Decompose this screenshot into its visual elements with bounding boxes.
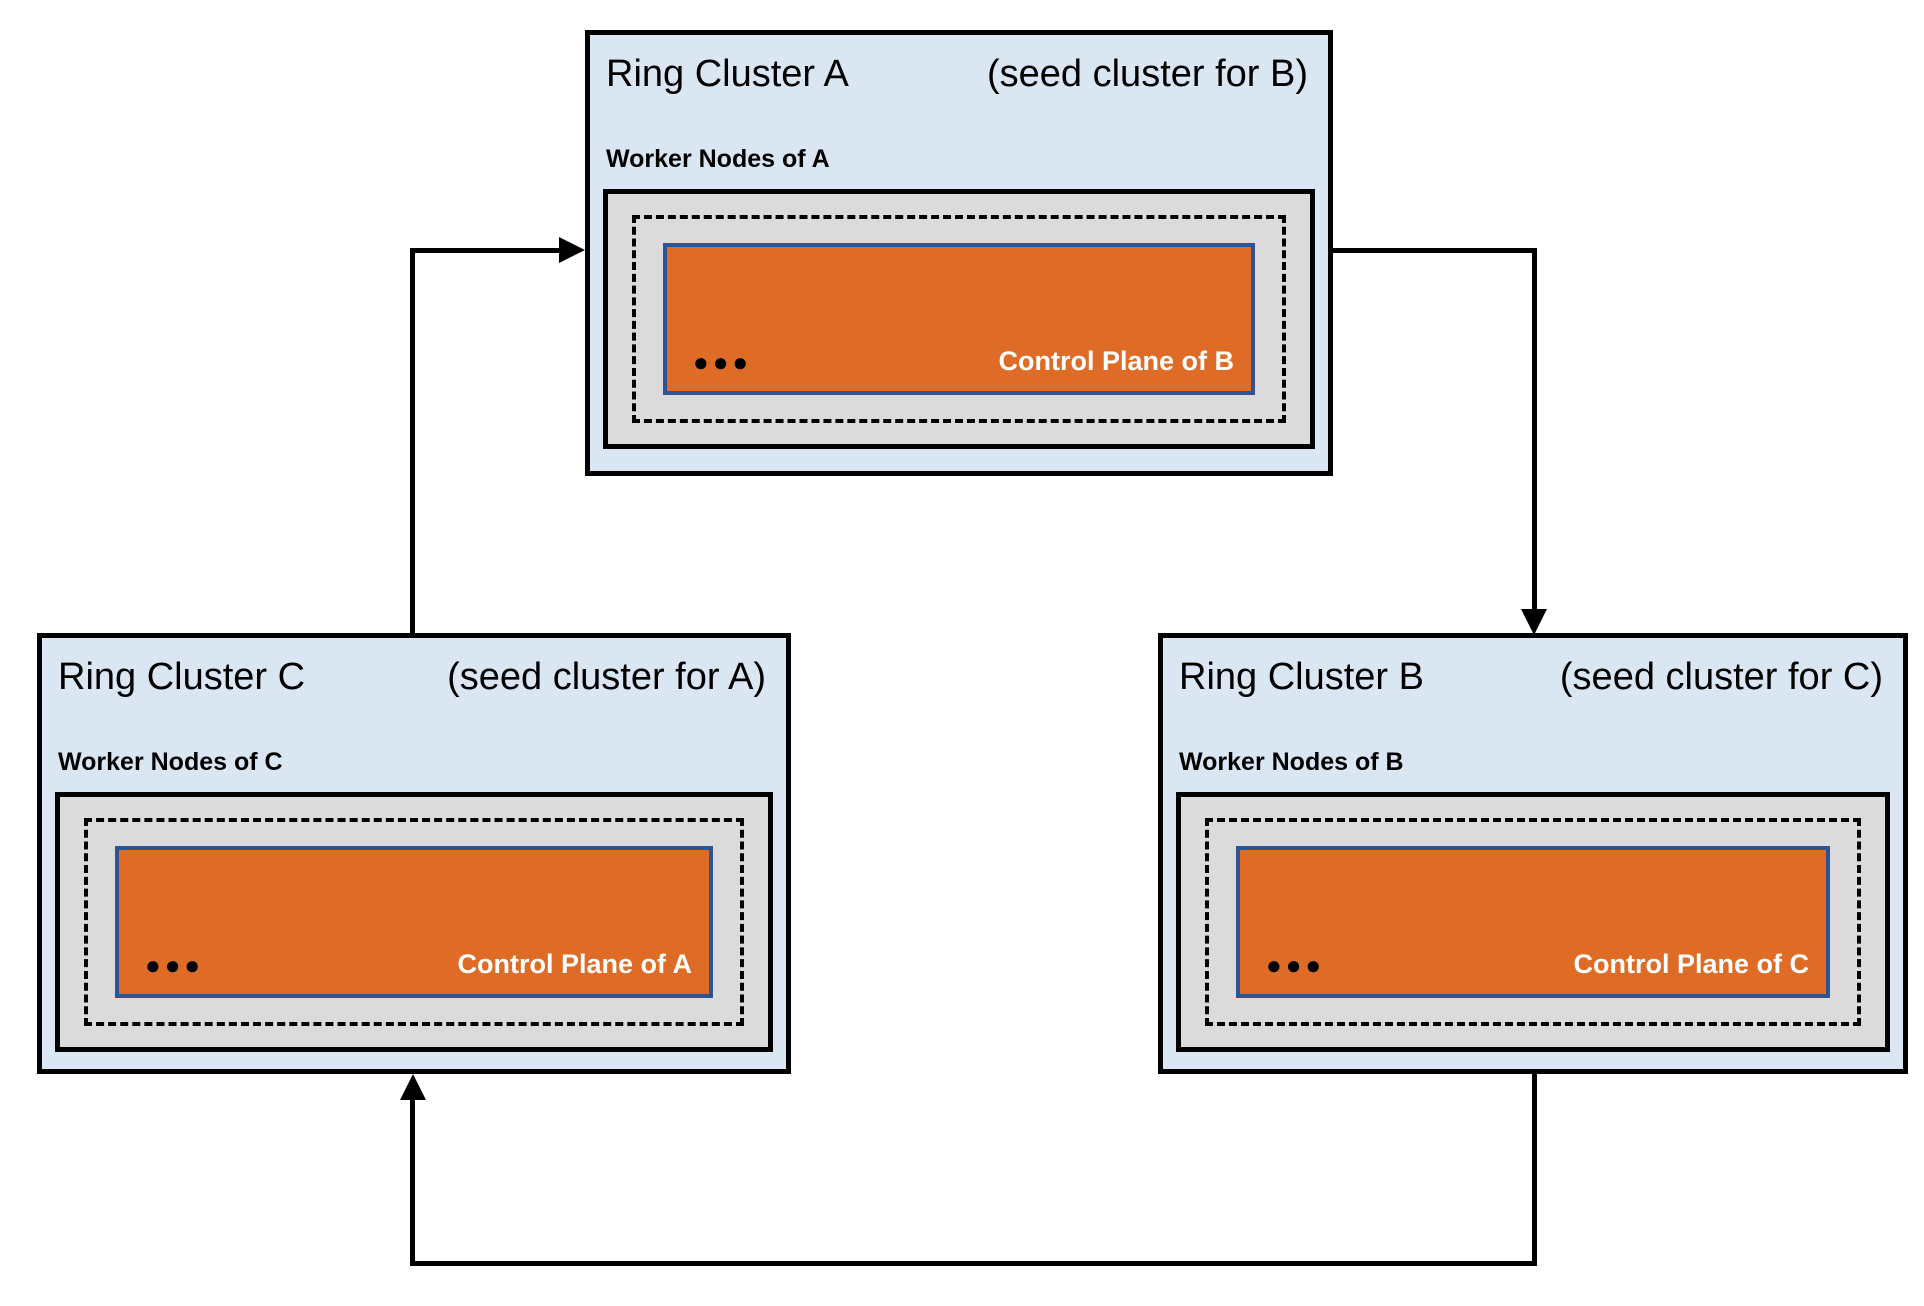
cluster-a-title-row: Ring Cluster A (seed cluster for B) [606,53,1308,96]
arrow-c-to-a-vertical-segment [410,248,415,637]
cluster-b-worker-nodes-box: ●●● Control Plane of C [1176,792,1890,1052]
ring-cluster-b-box: Ring Cluster B (seed cluster for C) Work… [1158,633,1908,1074]
cluster-c-worker-nodes-box: ●●● Control Plane of A [55,792,773,1052]
cluster-c-title-row: Ring Cluster C (seed cluster for A) [58,656,766,699]
cluster-b-ellipsis-dots: ●●● [1266,950,1326,981]
cluster-a-dashed-boundary: ●●● Control Plane of B [632,215,1286,423]
cluster-b-control-plane-row: ●●● Control Plane of C [1266,950,1809,980]
cluster-a-control-plane-row: ●●● Control Plane of B [693,347,1234,377]
arrow-b-to-c-arrowhead-icon [400,1074,426,1100]
cluster-b-dashed-boundary: ●●● Control Plane of C [1205,818,1861,1026]
ring-cluster-c-box: Ring Cluster C (seed cluster for A) Work… [37,633,791,1074]
arrow-b-to-c-horizontal-segment [410,1261,1537,1266]
arrow-a-to-b-arrowhead-icon [1521,609,1547,635]
cluster-a-worker-nodes-box: ●●● Control Plane of B [603,189,1315,449]
cluster-b-control-plane-label: Control Plane of C [1573,949,1810,980]
cluster-c-control-plane-label: Control Plane of A [457,949,693,980]
arrow-a-to-b-vertical-segment [1532,248,1537,611]
cluster-a-title: Ring Cluster A [606,53,849,95]
arrow-a-to-b-horizontal-segment [1333,248,1537,253]
cluster-c-dashed-boundary: ●●● Control Plane of A [84,818,744,1026]
cluster-c-control-plane-box: ●●● Control Plane of A [115,846,713,998]
cluster-a-ellipsis-dots: ●●● [693,347,753,378]
cluster-c-subtitle: (seed cluster for A) [447,656,766,698]
cluster-c-title: Ring Cluster C [58,656,306,698]
arrow-b-to-c-vertical-segment-left [410,1098,415,1266]
cluster-b-subtitle: (seed cluster for C) [1559,656,1883,698]
ring-cluster-a-box: Ring Cluster A (seed cluster for B) Work… [585,30,1333,476]
arrow-c-to-a-horizontal-segment [410,248,562,253]
arrow-c-to-a-arrowhead-icon [559,237,585,263]
cluster-b-worker-nodes-label: Worker Nodes of B [1179,748,1404,776]
cluster-a-control-plane-label: Control Plane of B [998,346,1235,377]
cluster-c-worker-nodes-label: Worker Nodes of C [58,748,283,776]
cluster-a-worker-nodes-label: Worker Nodes of A [606,145,830,173]
cluster-c-control-plane-row: ●●● Control Plane of A [145,950,692,980]
cluster-b-title-row: Ring Cluster B (seed cluster for C) [1179,656,1883,699]
cluster-a-subtitle: (seed cluster for B) [987,53,1308,95]
cluster-b-control-plane-box: ●●● Control Plane of C [1236,846,1830,998]
cluster-c-ellipsis-dots: ●●● [145,950,205,981]
cluster-b-title: Ring Cluster B [1179,656,1424,698]
arrow-b-to-c-vertical-segment-right [1532,1072,1537,1266]
cluster-a-control-plane-box: ●●● Control Plane of B [663,243,1255,395]
